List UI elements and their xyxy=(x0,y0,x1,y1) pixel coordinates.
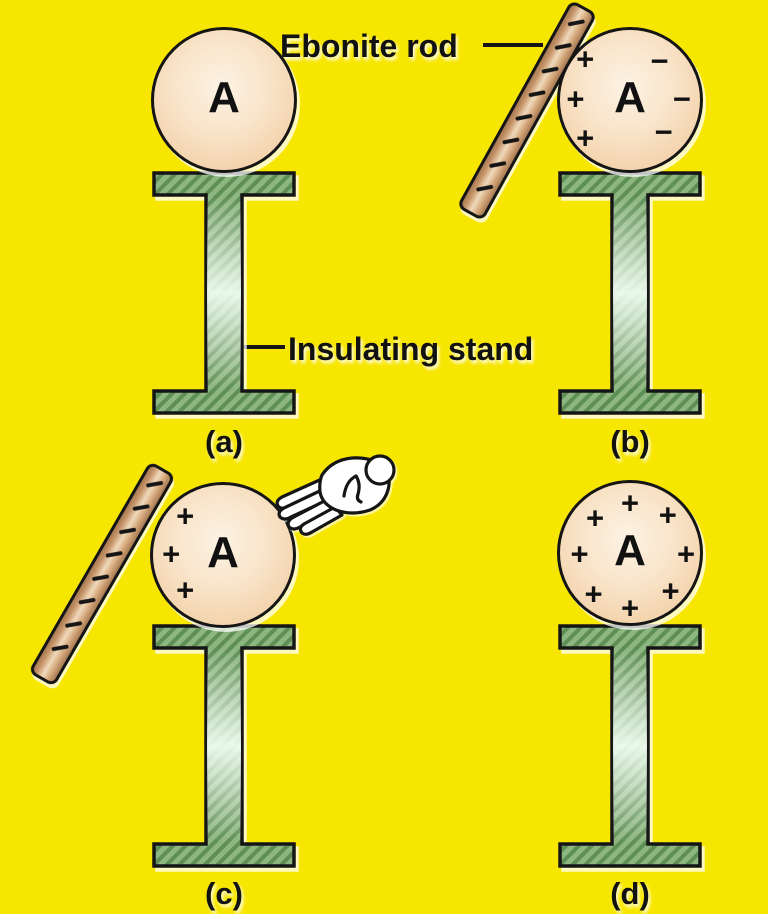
charge-plus: + xyxy=(585,500,605,536)
rod-minus-mark xyxy=(541,66,559,74)
charge-plus: + xyxy=(162,536,181,572)
conductor-sphere-c: A +++ xyxy=(150,482,296,628)
rod-minus-mark xyxy=(105,550,123,558)
insulating-stand-c xyxy=(152,624,296,868)
sphere-letter: A xyxy=(614,526,646,576)
rod-minus-mark xyxy=(78,597,96,605)
rod-minus-mark xyxy=(489,160,507,168)
rod-minus-mark xyxy=(567,19,585,26)
panel-caption-a: (a) xyxy=(205,424,243,459)
sphere-letter: A xyxy=(207,528,239,578)
rod-minus-mark xyxy=(528,90,546,97)
ebonite-rod-leader-line xyxy=(483,43,543,47)
conductor-sphere-d: A ++++++++ xyxy=(557,480,703,626)
panel-caption-b: (b) xyxy=(610,424,650,459)
rod-minus-mark xyxy=(51,644,69,651)
charge-plus: + xyxy=(620,485,640,521)
insulating-stand-leader-line xyxy=(243,345,285,349)
rod-minus-mark xyxy=(515,113,533,121)
conductor-sphere-a: A xyxy=(151,27,297,173)
charge-plus: + xyxy=(676,536,696,572)
insulating-stand-d xyxy=(558,624,702,868)
charge-plus: + xyxy=(566,81,585,117)
charge-plus: + xyxy=(176,498,195,534)
sphere-letter: A xyxy=(208,73,240,123)
charge-plus: + xyxy=(584,576,603,612)
grounding-hand-icon xyxy=(275,454,396,536)
rod-minus-mark xyxy=(502,137,520,145)
charge-plus: + xyxy=(176,572,195,608)
conductor-sphere-b: A +++−−− xyxy=(557,27,703,173)
charge-minus: − xyxy=(650,43,669,79)
sphere-letter: A xyxy=(614,73,646,123)
charge-plus: + xyxy=(620,590,640,626)
charge-plus: + xyxy=(570,536,589,572)
charge-minus: − xyxy=(654,114,673,150)
panel-caption-c: (c) xyxy=(205,876,243,911)
ebonite-rod-label: Ebonite rod xyxy=(280,28,458,64)
panel-caption-d: (d) xyxy=(610,876,650,911)
rod-minus-mark xyxy=(91,574,110,581)
rod-minus-mark xyxy=(132,504,150,511)
charge-minus: − xyxy=(672,81,691,117)
charge-plus: + xyxy=(576,41,595,77)
charge-plus: + xyxy=(658,497,677,533)
rod-minus-mark xyxy=(145,480,164,488)
rod-minus-mark xyxy=(475,184,494,192)
charge-plus: + xyxy=(576,120,595,156)
charge-plus: + xyxy=(661,573,680,609)
insulating-stand-a xyxy=(152,171,296,415)
insulating-stand-b xyxy=(558,171,702,415)
rod-minus-mark xyxy=(64,621,83,628)
rod-minus-mark xyxy=(554,42,572,50)
insulating-stand-label: Insulating stand xyxy=(288,331,534,367)
rod-minus-mark xyxy=(118,527,137,534)
